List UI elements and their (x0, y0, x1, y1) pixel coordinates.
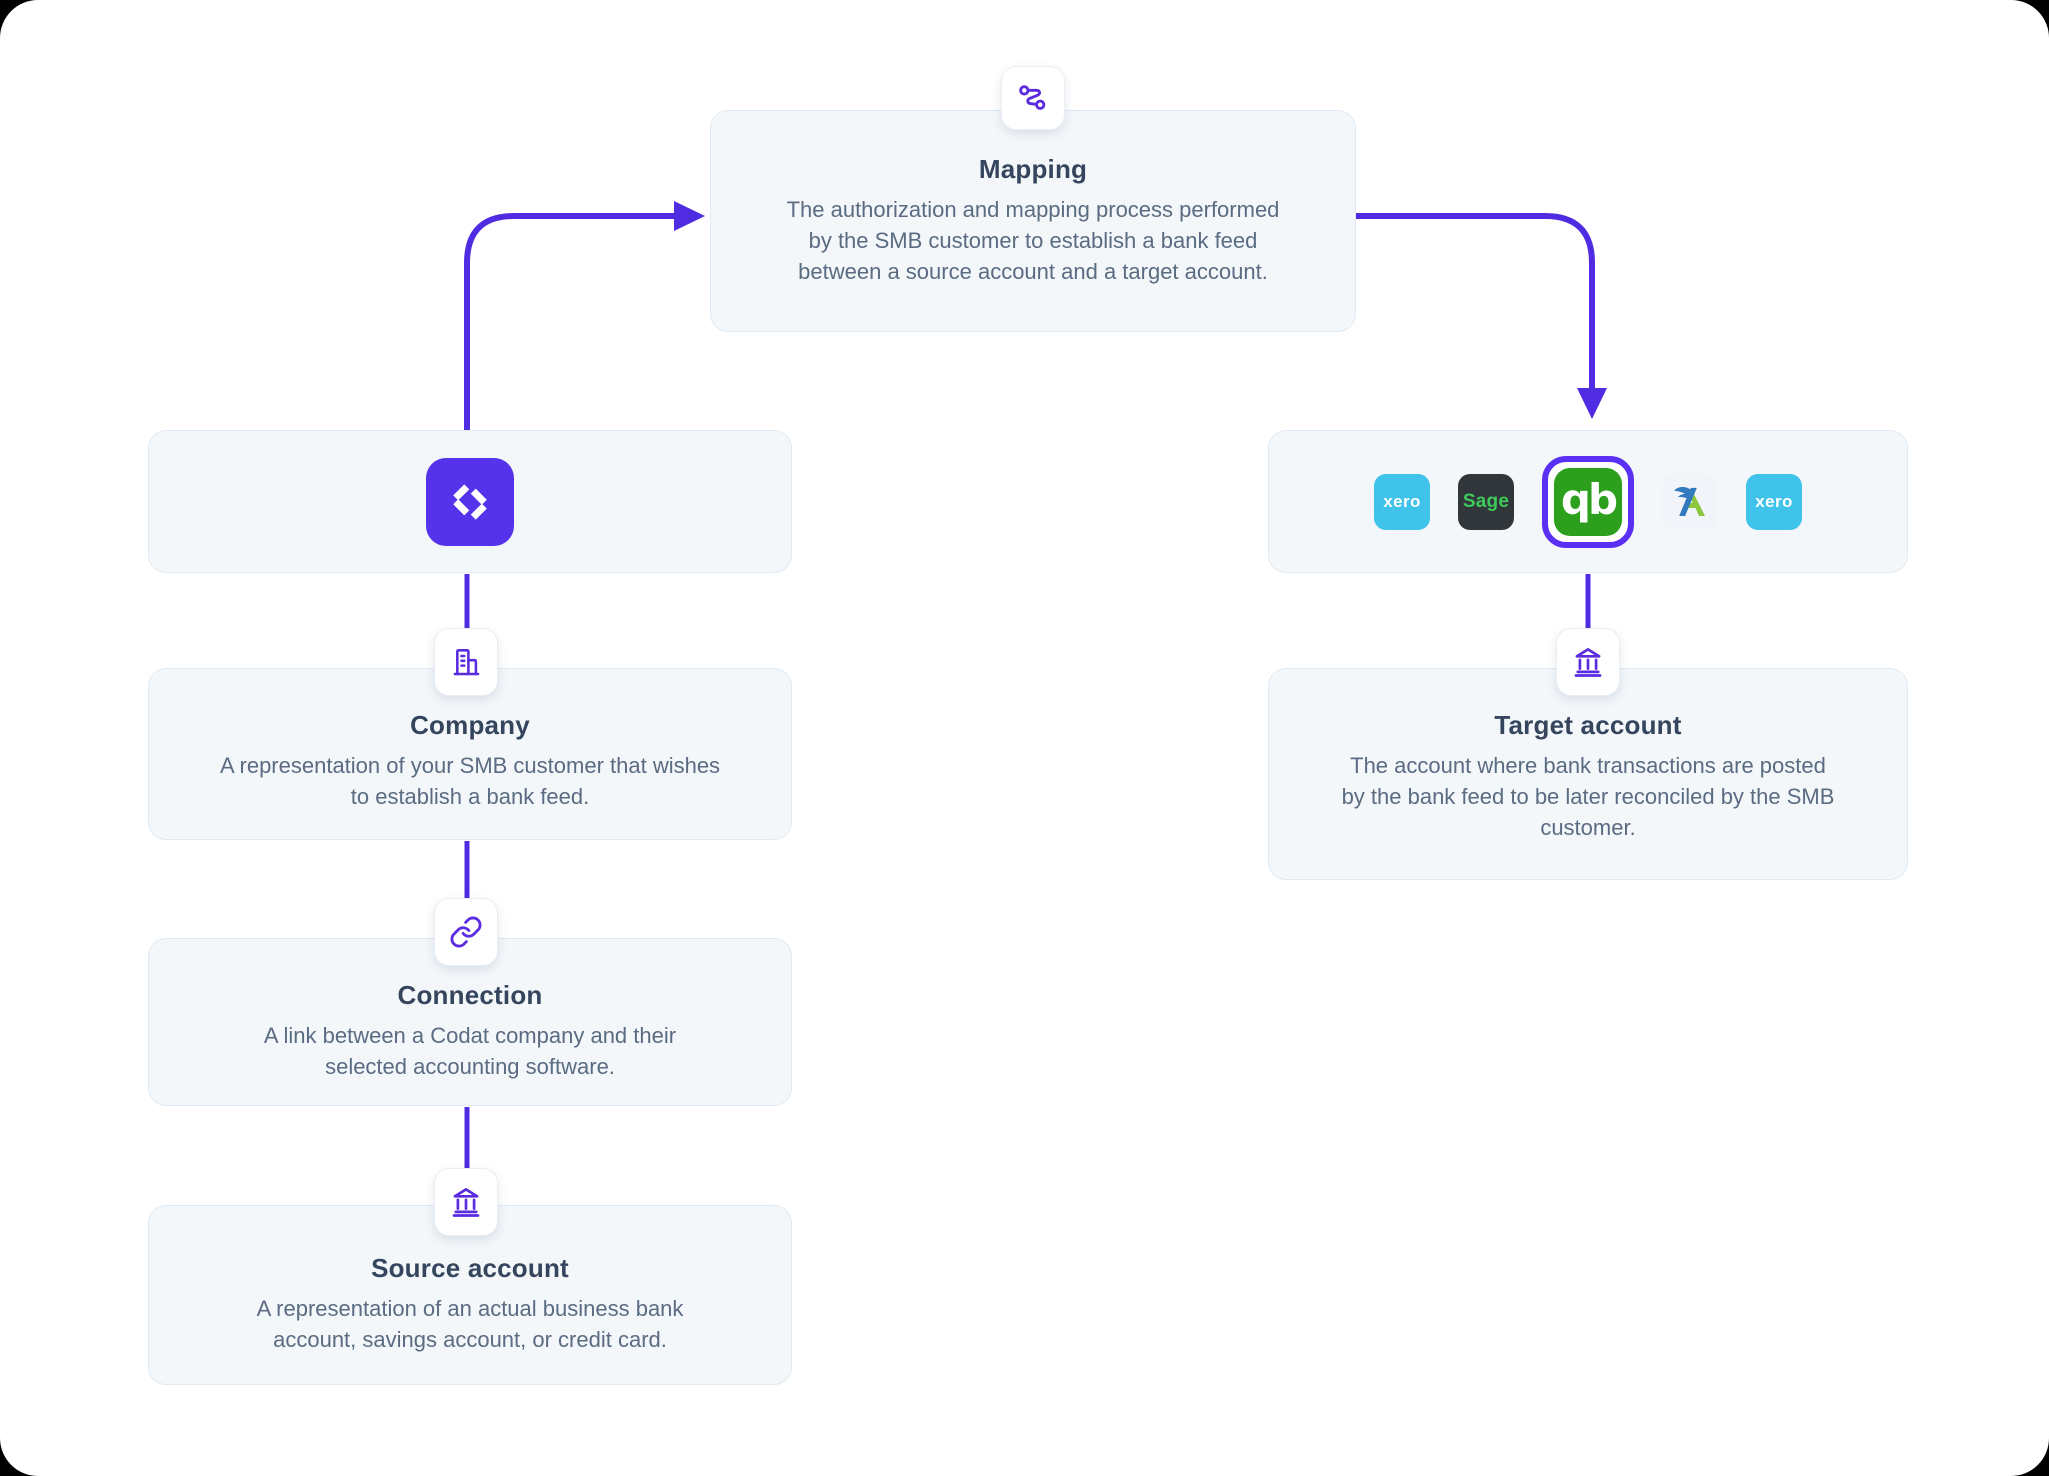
arrowhead-down-icon (1577, 388, 1607, 419)
building-icon (453, 649, 480, 676)
integration-sage[interactable]: Sage (1458, 473, 1514, 530)
connection-card: Connection A link between a Codat compan… (148, 938, 792, 1106)
target-account-description: The account where bank transactions are … (1341, 753, 1835, 840)
company-badge (434, 628, 498, 696)
mapping-card: Mapping The authorization and mapping pr… (710, 110, 1356, 332)
mapping-title: Mapping (978, 154, 1088, 184)
freeagent-logo (1674, 486, 1706, 516)
integration-xero[interactable]: xero (1374, 473, 1430, 530)
company-title: Company (410, 710, 530, 740)
source-account-badge (434, 1168, 498, 1236)
codat-chevrons-icon (453, 483, 487, 520)
integration-freeagent[interactable] (1662, 473, 1718, 530)
integration-xero-2[interactable]: xero (1746, 473, 1802, 530)
bank-icon (1574, 648, 1602, 677)
xero-logo: xero (1755, 491, 1793, 511)
integration-quickbooks-selected[interactable]: qb (1542, 455, 1634, 548)
arrowhead-right-icon (674, 201, 705, 231)
connection-title: Connection (397, 980, 543, 1010)
target-account-title: Target account (1494, 710, 1682, 740)
source-account-card: Source account A representation of an ac… (148, 1205, 792, 1385)
connection-badge (434, 898, 498, 966)
codat-card (148, 430, 792, 573)
arrow-company-to-mapping (464, 213, 676, 432)
mapping-badge (1001, 66, 1065, 130)
link-icon (450, 916, 482, 948)
connection-description: A link between a Codat company and their… (263, 1023, 677, 1079)
bank-icon (452, 1188, 480, 1217)
source-account-title: Source account (371, 1253, 569, 1283)
codat-logo (426, 457, 514, 546)
company-description: A representation of your SMB customer th… (219, 753, 721, 809)
target-account-card: Target account The account where bank tr… (1268, 668, 1908, 880)
quickbooks-logo-text: qb (1560, 475, 1618, 524)
sage-logo: Sage (1462, 490, 1510, 512)
target-account-badge (1556, 628, 1620, 696)
integrations-card: xero Sage qb xero (1268, 430, 1908, 573)
quickbooks-logo: qb (1554, 467, 1622, 536)
arrow-mapping-to-target (1356, 213, 1595, 390)
xero-logo: xero (1383, 491, 1421, 511)
mapping-description: The authorization and mapping process pe… (786, 197, 1280, 284)
source-account-description: A representation of an actual business b… (256, 1296, 684, 1352)
route-icon (1019, 85, 1046, 110)
